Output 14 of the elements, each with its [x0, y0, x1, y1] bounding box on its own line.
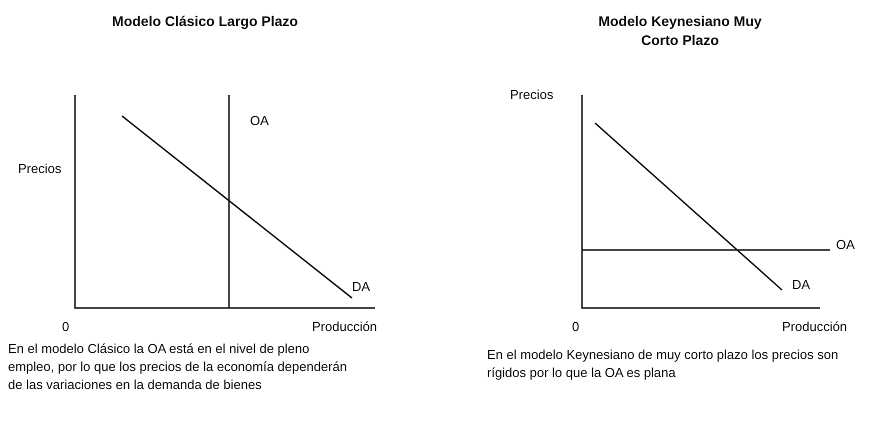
axis-label: Producción — [782, 318, 848, 336]
chart-title: Modelo Clásico Largo Plazo — [111, 12, 299, 31]
axis-origin: 0 — [62, 318, 70, 336]
axis-label: Precios — [18, 160, 62, 178]
caption: En el modelo Keynesiano de muy corto plazo los precios son rígidos por lo que la OA es plana — [487, 346, 840, 382]
curve-label: OA — [836, 236, 855, 254]
axis-label: Precios — [510, 86, 554, 104]
chart-title: Modelo Keynesiano Muy Corto Plazo — [597, 12, 763, 50]
curve-label: DA — [792, 276, 810, 294]
axis-label: Producción — [312, 318, 378, 336]
caption: En el modelo Clásico la OA está en el nivel de pleno empleo, por lo que los precios de la economía dependerán de las variaciones en la demanda de bienes — [8, 340, 348, 394]
curve-label: OA — [250, 112, 269, 130]
curve-label: DA — [352, 278, 370, 296]
axis-origin: 0 — [572, 318, 580, 336]
